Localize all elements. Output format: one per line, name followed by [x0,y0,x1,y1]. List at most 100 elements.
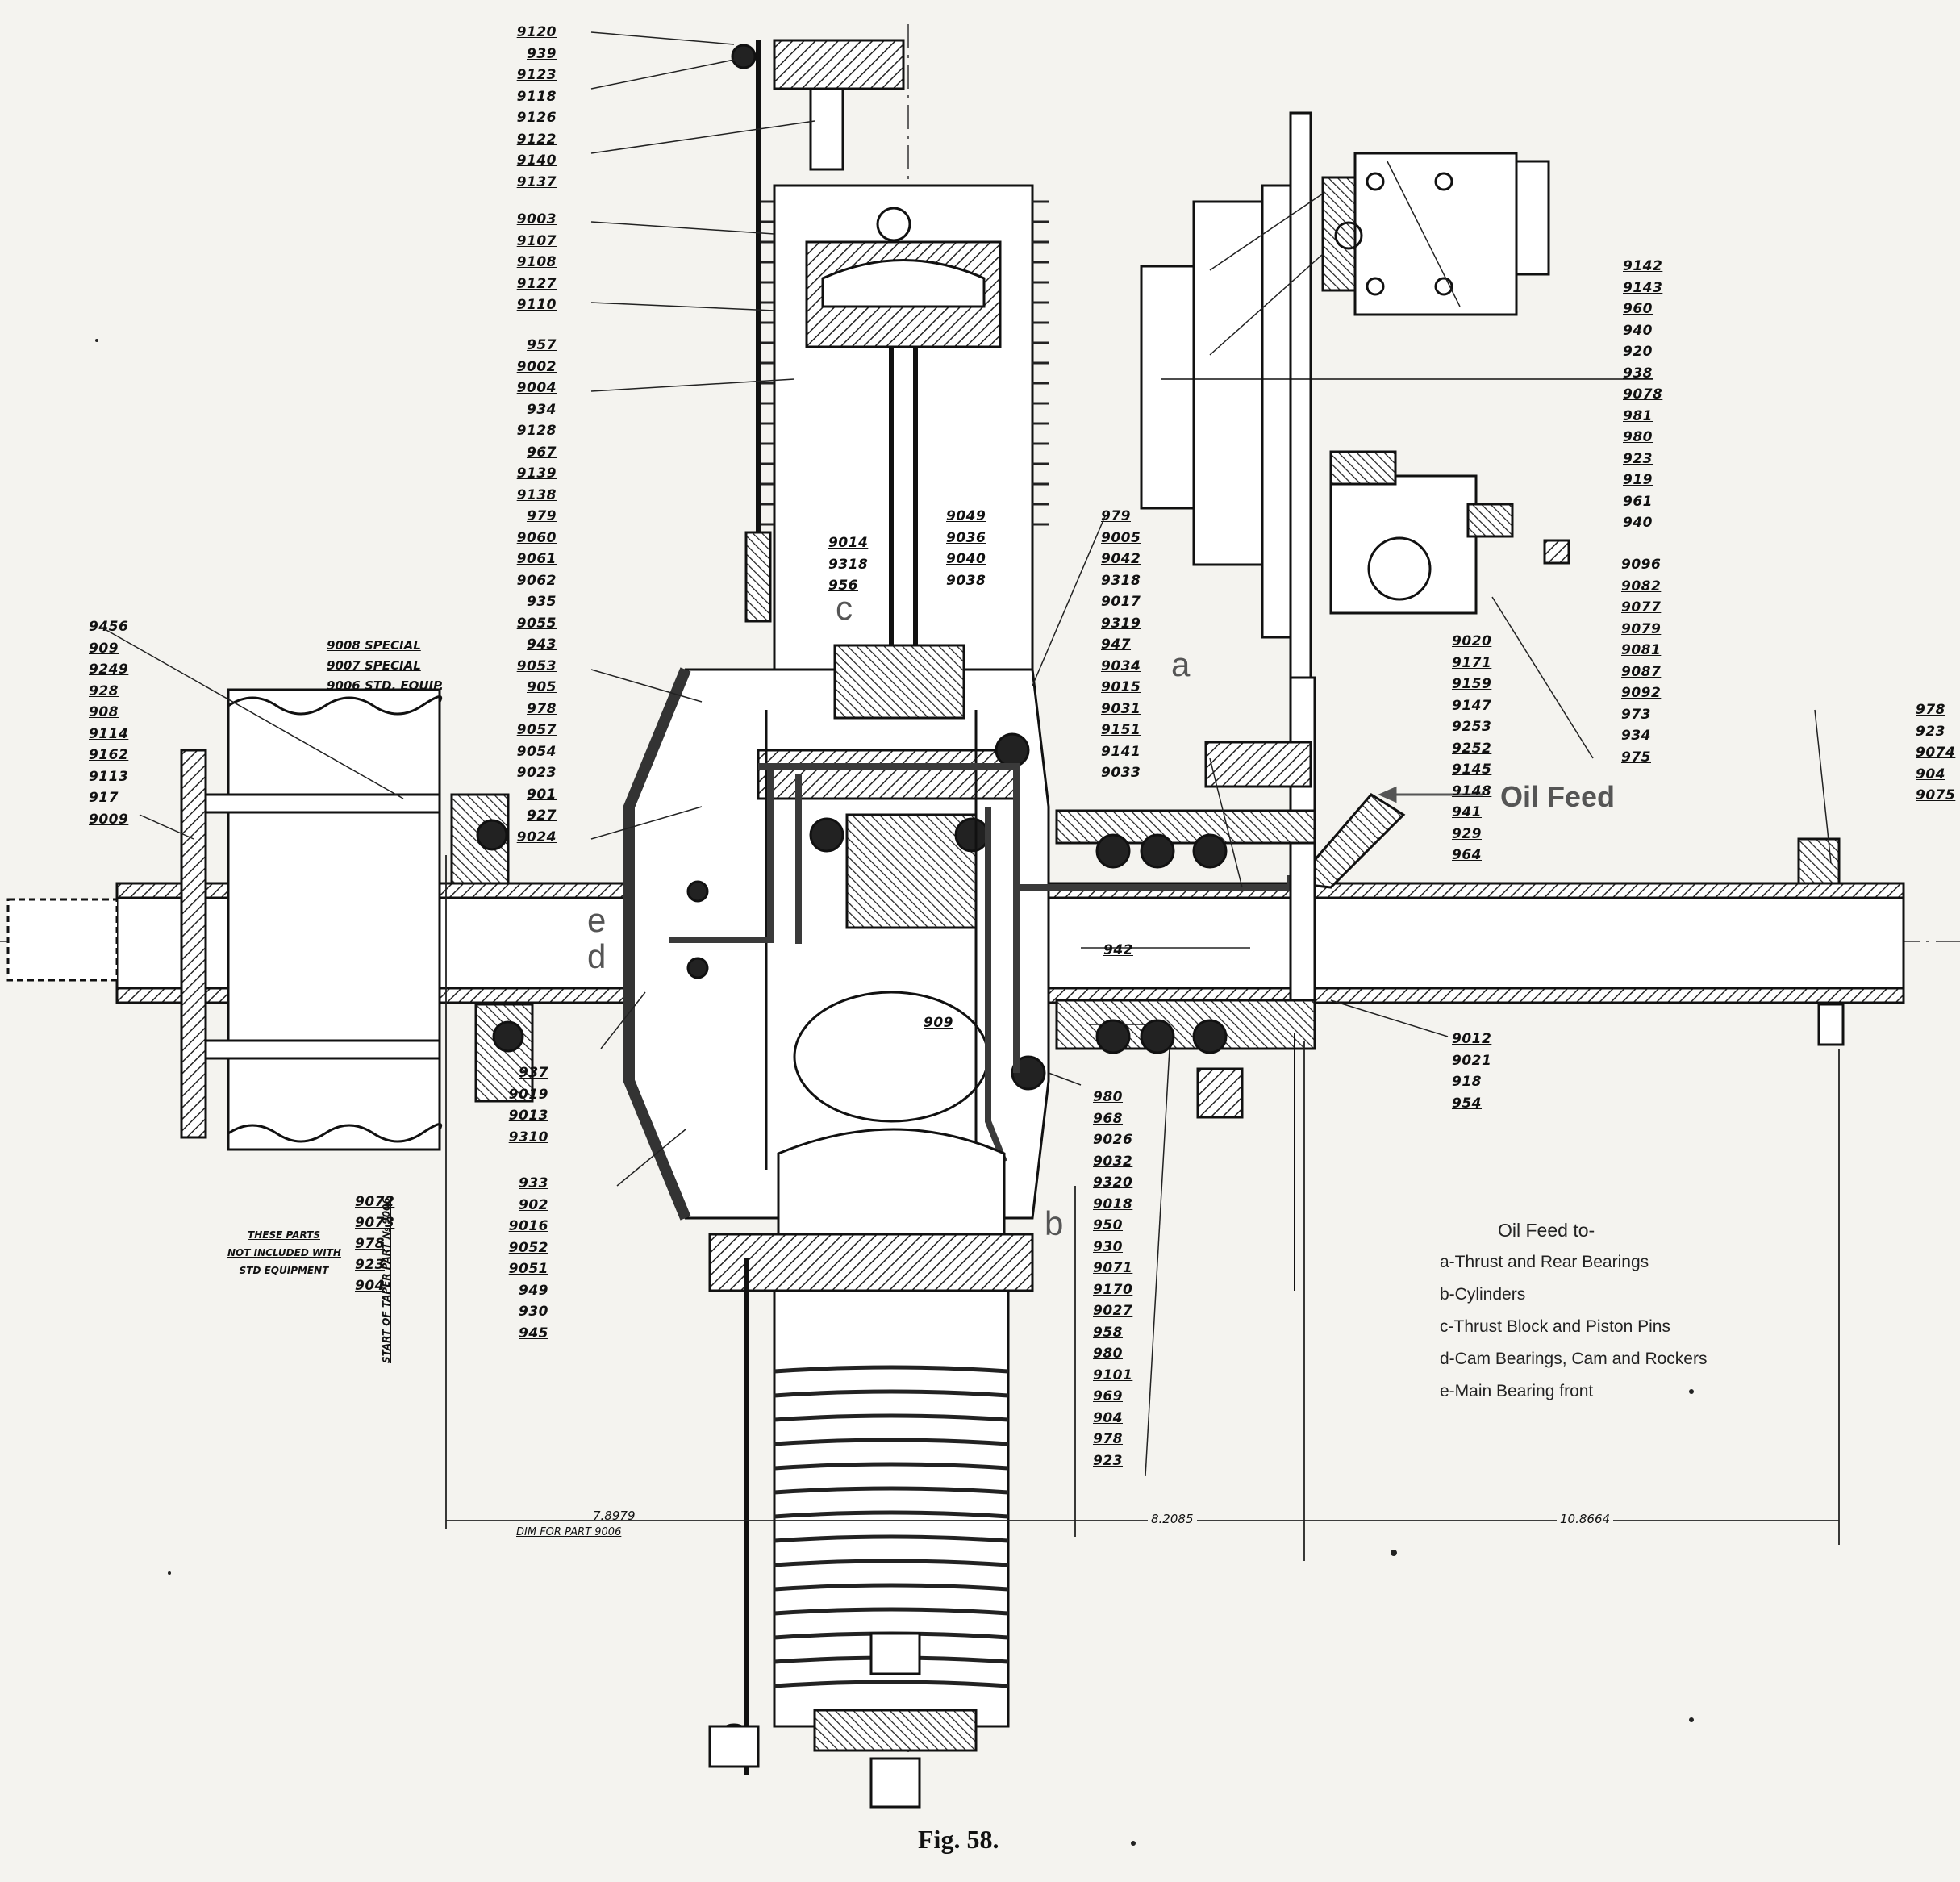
oil-feed-legend: Oil Feed to- a-Thrust and Rear Bearings … [1440,1214,1707,1408]
part-label: 937 [519,1065,548,1081]
special-part-9006: 9006 STD. EQUIP. [327,678,444,693]
part-label: 909 [924,1015,953,1031]
part-label: 919 [1623,472,1653,488]
part-label: 909 [89,640,119,657]
part-label: 9118 [516,88,557,105]
part-label: 9101 [1093,1367,1133,1383]
callout-a: a [1171,645,1191,683]
part-label: 958 [1093,1324,1123,1341]
part-label: 9078 [1623,386,1663,403]
part-label: 927 [527,807,557,824]
figure-caption: Fig. 58. [918,1825,999,1854]
part-label: 9002 [516,358,557,375]
bottom-cylinder [708,1128,1034,1809]
not-included-line-3: STD EQUIPMENT [239,1265,329,1276]
part-label: 9052 [508,1239,548,1256]
part-label: 9013 [508,1108,548,1124]
part-label: 929 [1452,825,1482,842]
part-label: 9170 [1093,1281,1133,1298]
part-label: 950 [1093,1217,1123,1233]
oil-feed-arrow [1378,786,1483,803]
part-label: 9147 [1452,697,1492,714]
part-label: 947 [1101,636,1131,653]
part-label: 930 [519,1304,548,1320]
part-label: 9159 [1452,676,1492,692]
part-label: 920 [1623,344,1653,360]
part-label: 9005 [1101,529,1141,546]
part-label: 9110 [516,297,557,313]
part-label: 923 [1623,450,1653,467]
part-label: 980 [1623,429,1653,445]
part-label: 918 [1452,1074,1482,1090]
part-label: 9143 [1623,279,1663,296]
part-label: 9138 [516,486,557,503]
part-label: 935 [527,594,557,610]
part-label: 964 [1452,847,1482,863]
legend-item-e: e-Main Bearing front [1440,1382,1594,1400]
special-part-9007: 9007 SPECIAL [327,658,421,673]
part-label: 9145 [1452,762,1492,778]
part-label: 923 [355,1257,385,1273]
part-label: 904 [355,1278,385,1294]
part-label: 9054 [516,743,557,760]
oil-feed-label: Oil Feed [1500,780,1616,813]
part-label: 9053 [516,657,557,674]
part-label: 978 [1916,702,1945,718]
part-label: 9027 [1093,1303,1133,1319]
part-label: 968 [1093,1110,1123,1127]
part-label: 9318 [828,556,869,573]
part-label: 928 [89,682,119,699]
part-label: 9310 [508,1129,548,1145]
part-label: 9087 [1621,663,1662,680]
part-label: 9057 [516,722,557,738]
part-label: 9107 [516,232,557,249]
part-label: 9171 [1452,654,1492,671]
part-label: 905 [527,679,557,695]
part-label: 9456 [89,619,129,635]
rocker-assembly [731,39,905,623]
part-label: 9319 [1101,615,1141,632]
part-label: 9061 [516,551,557,567]
part-label: 923 [1093,1452,1123,1469]
part-label: 9162 [89,747,129,763]
part-label: 933 [519,1175,548,1191]
part-label: 940 [1623,515,1653,531]
dimension-middle: 8.2085 [1148,1512,1197,1526]
part-label: 9009 [89,811,129,828]
legend-item-d: d-Cam Bearings, Cam and Rockers [1440,1350,1708,1368]
part-label: 978 [527,700,557,717]
dimension-9006-value: 7.8979 [593,1509,636,1523]
part-label: 9148 [1452,782,1492,799]
part-label: 9040 [946,551,986,567]
part-label: 901 [527,786,557,803]
part-label: 9019 [508,1086,548,1103]
part-label: 9141 [1101,743,1141,760]
part-label: 902 [519,1196,548,1213]
part-label: 9077 [1621,599,1662,616]
part-label: 939 [527,45,557,62]
part-label: 9139 [516,465,557,482]
oil-feed-fitting [1055,676,1845,1291]
part-label: 9151 [1101,722,1141,738]
special-part-9008: 9008 SPECIAL [327,638,421,653]
part-label: 9120 [516,24,557,40]
part-label: 9020 [1452,633,1492,649]
part-label: 979 [527,508,557,524]
part-label: 9128 [516,423,557,439]
part-label: 943 [527,636,557,653]
part-label: 9018 [1093,1196,1133,1212]
taper-note: START OF TAPER PART № 9006 [381,1197,392,1363]
legend-title: Oil Feed to- [1498,1220,1595,1241]
magneto [1140,111,1653,752]
legend-item-a: a-Thrust and Rear Bearings [1440,1253,1649,1271]
part-label: 9108 [516,254,557,270]
part-label: 9127 [516,275,557,292]
part-label: 9004 [516,380,557,396]
part-label: 938 [1623,365,1653,382]
part-label: 9017 [1101,594,1141,610]
part-label: 9079 [1621,620,1662,637]
part-label: 9024 [516,828,557,845]
part-label: 9012 [1452,1031,1492,1047]
part-label: 9038 [946,572,986,589]
paper-specks [95,339,1694,1846]
